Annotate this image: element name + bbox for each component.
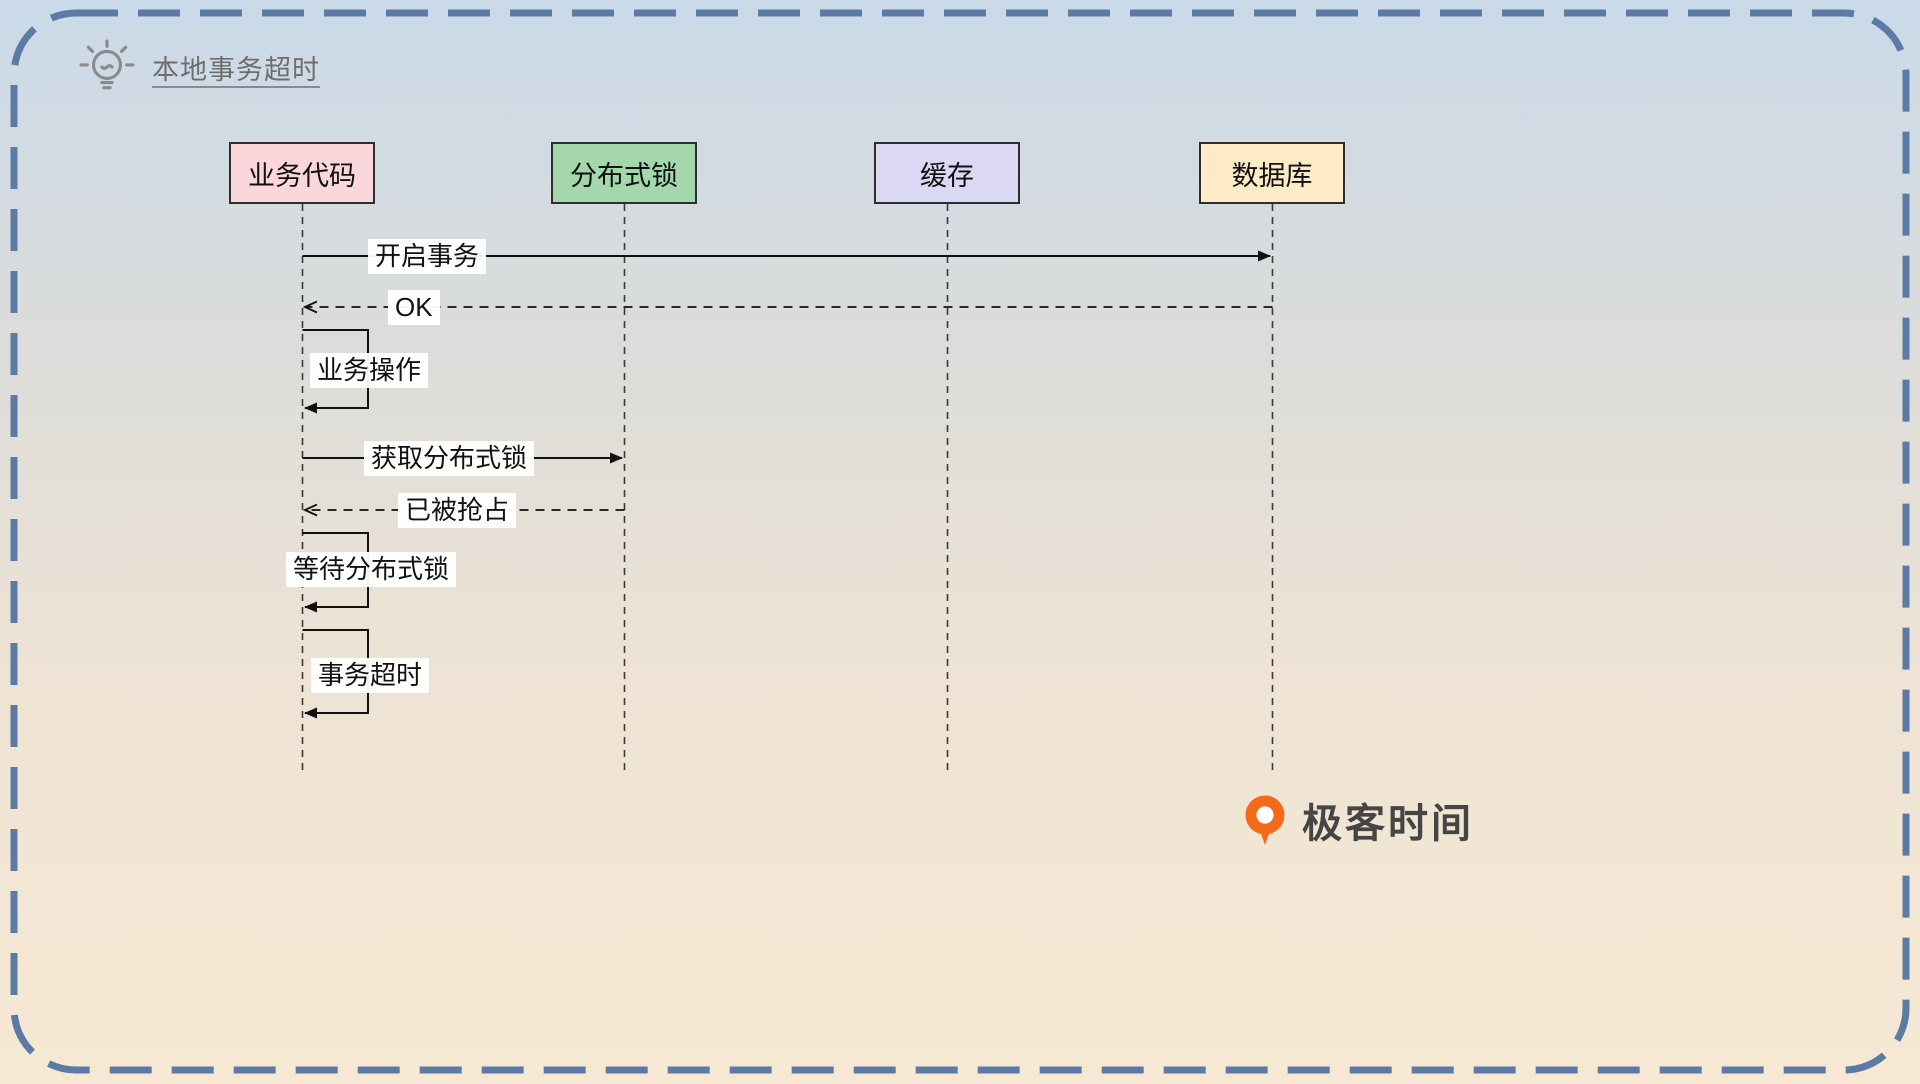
participant-distributed-lock: 分布式锁 bbox=[551, 142, 697, 204]
geektime-logo-text: 极客时间 bbox=[1302, 802, 1474, 846]
participant-label: 缓存 bbox=[920, 160, 974, 191]
participant-label: 业务代码 bbox=[248, 160, 356, 191]
lightbulb-icon bbox=[79, 39, 135, 90]
diagram-title: 本地事务超时 bbox=[152, 54, 320, 85]
msg-label-wait-lock: 等待分布式锁 bbox=[286, 552, 457, 588]
msg-label-acquire-lock: 获取分布式锁 bbox=[364, 441, 535, 477]
msg-label-business-operation: 业务操作 bbox=[310, 353, 429, 389]
msg-label-transaction-timeout: 事务超时 bbox=[311, 658, 430, 694]
msg-label-ok: OK bbox=[388, 290, 440, 326]
participant-database: 数据库 bbox=[1199, 142, 1345, 204]
diagram-title-row: 本地事务超时 bbox=[78, 38, 320, 96]
participant-label: 分布式锁 bbox=[570, 160, 678, 191]
msg-label-open-transaction: 开启事务 bbox=[368, 239, 487, 275]
participant-label: 数据库 bbox=[1231, 160, 1313, 191]
geektime-logo: 极客时间 bbox=[1240, 791, 1474, 849]
participant-business-code: 业务代码 bbox=[229, 142, 375, 204]
msg-label-lock-occupied: 已被抢占 bbox=[398, 493, 517, 529]
geektime-logo-icon bbox=[1245, 795, 1285, 845]
participant-cache: 缓存 bbox=[874, 142, 1020, 204]
